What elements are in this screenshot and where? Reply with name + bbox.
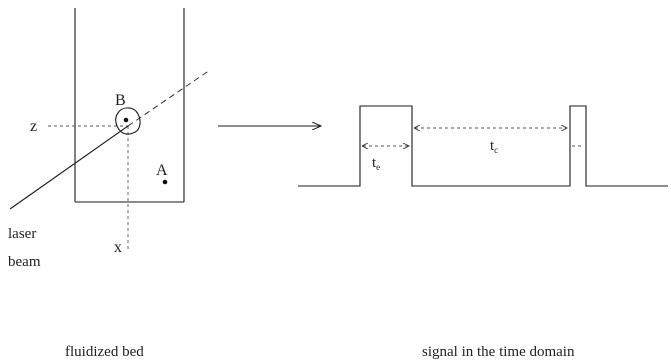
gap-time-label: tc bbox=[490, 138, 498, 155]
signal-caption: signal in the time domain bbox=[422, 344, 575, 360]
pulse-width-label: te bbox=[372, 155, 380, 172]
point-b-label: B bbox=[115, 92, 126, 109]
laser-beam-continuation bbox=[127, 69, 211, 127]
signal-trace bbox=[298, 105, 668, 187]
particle-b-dot bbox=[123, 117, 129, 123]
laser-label-line2: beam bbox=[8, 254, 41, 270]
point-a-label: A bbox=[156, 162, 168, 179]
laser-beam bbox=[9, 125, 129, 210]
z-axis-label: z bbox=[30, 118, 37, 135]
fluidized-bed-panel: z x B A laser beam fluidized bed bbox=[8, 8, 211, 360]
fluidized-bed-caption: fluidized bed bbox=[65, 344, 144, 360]
particle-b-outline bbox=[115, 107, 141, 135]
x-axis-label: x bbox=[114, 239, 122, 256]
signal-panel: te tc signal in the time domain bbox=[298, 105, 668, 360]
point-a-dot bbox=[162, 179, 168, 185]
laser-label-line1: laser bbox=[8, 226, 36, 242]
